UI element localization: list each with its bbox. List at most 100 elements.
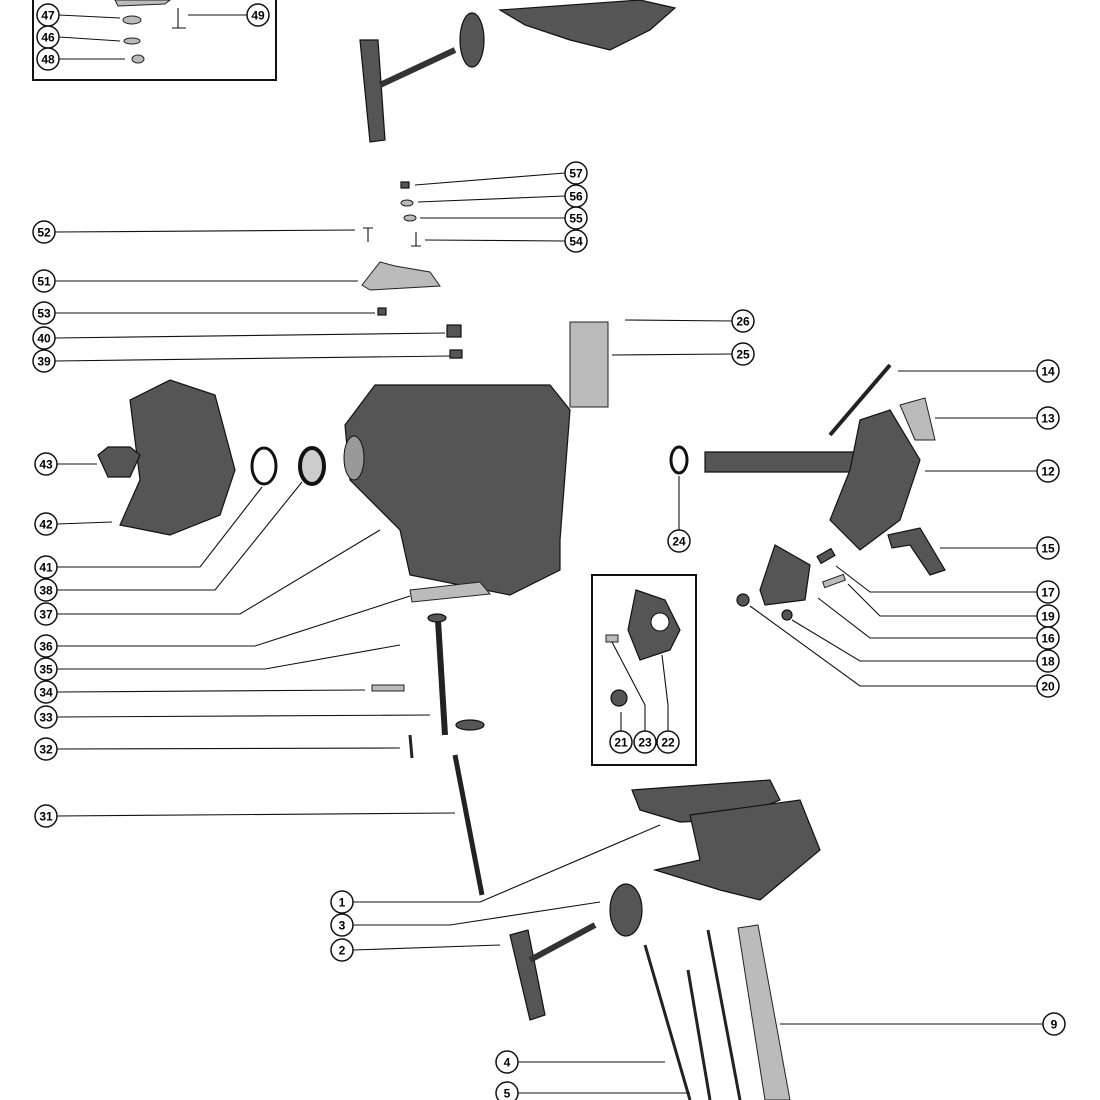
callout-number: 37 (39, 608, 53, 622)
callout-number: 53 (37, 307, 51, 321)
callout-circle (34, 452, 58, 476)
callout-number: 31 (39, 810, 53, 824)
rod-31 (452, 754, 485, 896)
callout-number: 23 (638, 736, 652, 750)
leader-line (54, 355, 451, 362)
callout-number: 51 (37, 275, 51, 289)
callout-circle (1042, 1012, 1066, 1036)
callout-39: 39 (32, 349, 451, 373)
callout-number: 42 (39, 518, 53, 532)
bracket-15 (887, 527, 946, 576)
callout-9: 9 (780, 1012, 1066, 1036)
block-16 (759, 544, 811, 606)
callout-43: 43 (34, 452, 97, 476)
callout-21: 21 (609, 712, 633, 754)
nut-21 (610, 689, 628, 707)
callout-48: 48 (36, 47, 125, 71)
callout-55: 55 (420, 206, 588, 230)
callout-circle (34, 804, 58, 828)
callout-circle (246, 3, 270, 27)
leader-line (56, 521, 113, 525)
shaft-collar (455, 719, 485, 731)
callout-number: 35 (39, 663, 53, 677)
washer-46 (123, 37, 141, 45)
clamp-pad-top (459, 12, 485, 68)
callout-number: 32 (39, 743, 53, 757)
bushing-38 (298, 446, 326, 486)
nut-48 (131, 54, 145, 64)
callout-number: 41 (39, 561, 53, 575)
screw-23 (605, 634, 619, 643)
callout-number: 49 (251, 9, 265, 23)
leader-line (54, 332, 446, 339)
callout-31: 31 (34, 804, 456, 828)
callout-number: 14 (1041, 365, 1055, 379)
callout-circle (564, 229, 588, 253)
leader-line (424, 239, 566, 242)
nut-57 (400, 181, 410, 189)
transom-bracket-lower (652, 799, 821, 901)
shaft-33 (435, 619, 448, 736)
callout-5: 5 (495, 1081, 690, 1100)
leader-line (353, 901, 601, 926)
callout-number: 12 (1041, 465, 1055, 479)
washer-55 (403, 214, 417, 222)
callout-42: 42 (34, 512, 113, 536)
clamp-handle-2 (509, 929, 546, 1021)
clamp-pad-3 (609, 883, 643, 937)
leader-line (611, 353, 733, 356)
lever-51 (361, 261, 441, 291)
callout-number: 19 (1041, 610, 1055, 624)
callout-number: 2 (339, 944, 346, 958)
callout-51: 51 (32, 269, 358, 293)
callout-circle (32, 326, 56, 350)
leader-line (624, 319, 733, 322)
clamp-screw-2 (528, 922, 597, 963)
callout-35: 35 (34, 644, 401, 681)
callout-49: 49 (188, 3, 270, 27)
callout-circle (1036, 674, 1060, 698)
callout-circle (32, 349, 56, 373)
callout-circle (1036, 580, 1060, 604)
leader-line (56, 812, 456, 817)
callout-circle (34, 737, 58, 761)
callout-circle (34, 602, 58, 626)
callout-circle (34, 705, 58, 729)
callout-22: 22 (656, 654, 680, 754)
callout-circle (36, 47, 60, 71)
callout-number: 15 (1041, 542, 1055, 556)
callout-circle (32, 301, 56, 325)
callout-circle (1036, 359, 1060, 383)
callout-circle (330, 938, 354, 962)
swivel-bracket-36 (344, 384, 571, 596)
callout-52: 52 (32, 220, 356, 244)
leader-line (57, 486, 263, 568)
callout-number: 13 (1041, 412, 1055, 426)
leader-line (352, 944, 501, 951)
callout-number: 39 (37, 355, 51, 369)
callout-16: 16 (817, 597, 1060, 650)
callout-circle (34, 512, 58, 536)
nut-20 (736, 593, 750, 607)
inset-box-plate (591, 574, 697, 766)
pulley-13 (899, 397, 936, 441)
callout-number: 26 (736, 315, 750, 329)
callout-circle (34, 555, 58, 579)
callout-23: 23 (611, 641, 657, 754)
rod-4 (643, 944, 692, 1100)
callout-circle (731, 342, 755, 366)
callout-circle (564, 206, 588, 230)
callout-15: 15 (940, 536, 1060, 560)
callout-53: 53 (32, 301, 375, 325)
callout-1: 1 (330, 824, 661, 914)
callout-circle (1036, 459, 1060, 483)
callout-number: 54 (569, 235, 583, 249)
leader-line (57, 481, 303, 591)
screw-49 (172, 8, 186, 29)
tube-9 (737, 924, 791, 1100)
callout-number: 9 (1051, 1018, 1058, 1032)
callouts: 4746484957565554525153403926251413124342… (32, 3, 1066, 1100)
steering-tube-12 (704, 451, 871, 473)
callout-number: 3 (339, 919, 346, 933)
